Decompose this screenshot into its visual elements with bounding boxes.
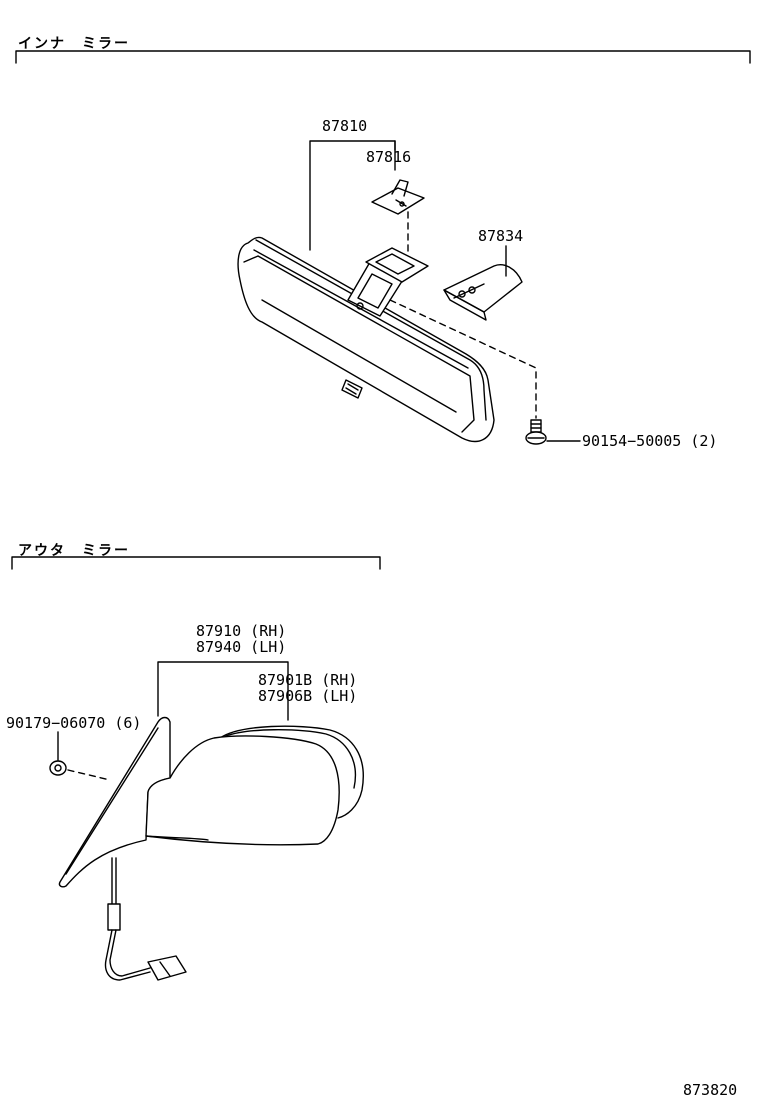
outer-mirror-wiring	[104, 857, 187, 981]
label-87816: 87816	[366, 148, 412, 166]
nut-90179	[49, 760, 67, 776]
label-87906b: 87906B (LH)	[258, 687, 358, 705]
inner-leader-lines	[309, 140, 581, 442]
inner-mirror-body	[237, 236, 495, 443]
label-90179: 90179−06070 (6)	[6, 714, 142, 732]
diagram-id: 873820	[683, 1081, 738, 1099]
outer-mirror-heading: アウタ ミラー	[18, 543, 130, 559]
label-87834: 87834	[478, 227, 524, 245]
label-87901b: 87901B (RH)	[258, 671, 358, 689]
outer-leader-lines	[57, 661, 289, 781]
label-87940: 87940 (LH)	[196, 638, 287, 656]
outer-mirror-housing	[145, 725, 364, 846]
inner-section-bracket	[15, 50, 751, 64]
inner-mirror-stay	[347, 247, 429, 317]
clip-87816	[371, 179, 425, 215]
label-90154: 90154−50005 (2)	[582, 432, 718, 450]
outer-section-bracket	[11, 556, 381, 570]
screw-90154	[525, 419, 547, 445]
inner-mirror-heading: インナ ミラー	[18, 36, 130, 52]
cover-87834	[443, 264, 523, 321]
label-87810: 87810	[322, 117, 368, 135]
label-87910: 87910 (RH)	[196, 622, 287, 640]
